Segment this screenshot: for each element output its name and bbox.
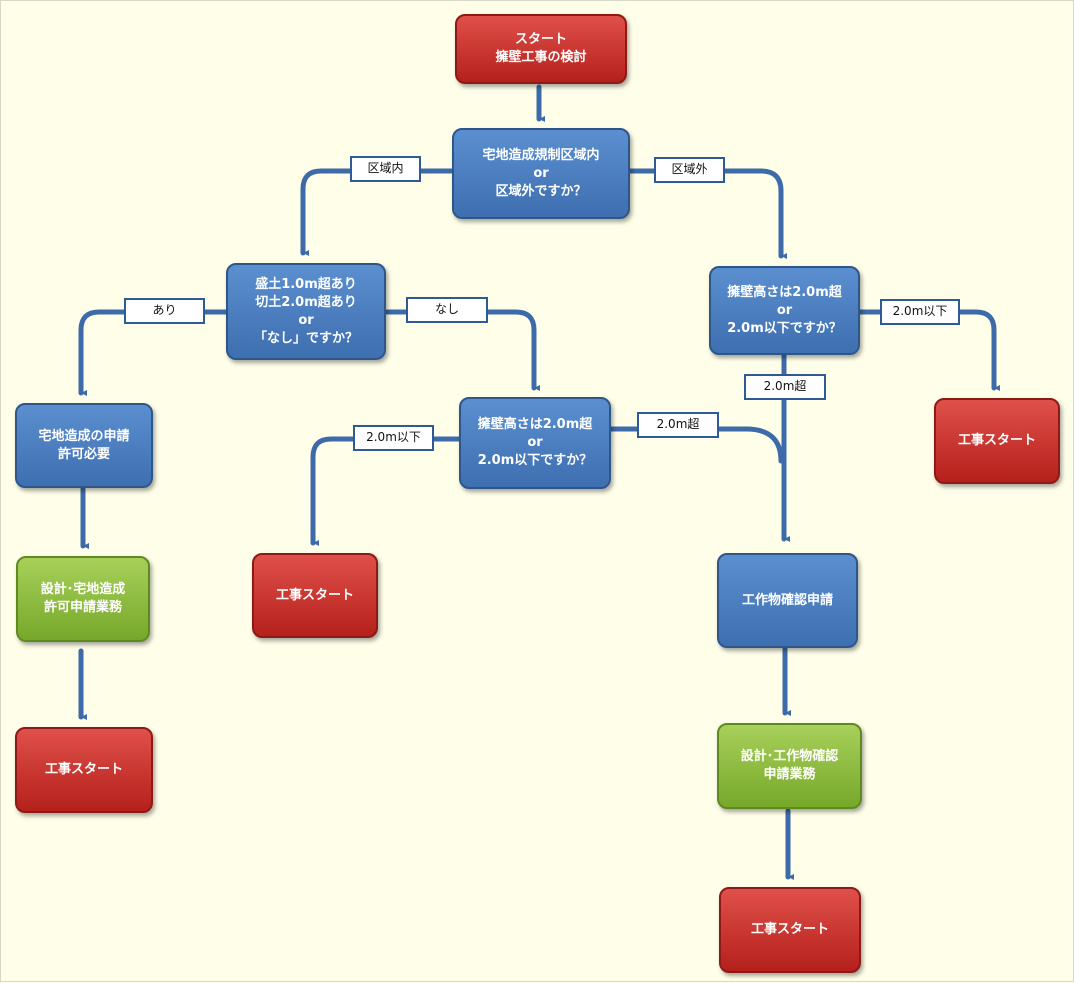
label-over-2m-inside: 2.0m超 <box>637 412 719 438</box>
height-outside-line-3: 2.0m以下ですか？ <box>727 320 842 336</box>
start-work-right-node: 工事スタート <box>934 398 1060 484</box>
start-work-left-node: 工事スタート <box>15 727 153 813</box>
building-confirmation-label: 工作物確認申請 <box>741 592 833 608</box>
fill-question-node: 盛土1.0m超あり 切土2.0m超あり or 「なし」ですか？ <box>226 263 386 360</box>
label-no: なし <box>406 297 488 323</box>
permit-required-line-2: 許可必要 <box>57 446 110 462</box>
height-outside-line-2: or <box>776 302 793 318</box>
edge-height-outside-to-start <box>857 309 994 388</box>
height-question-outside-node: 擁壁高さは2.0m超 or 2.0m以下ですか？ <box>709 266 860 355</box>
building-confirmation-node: 工作物確認申請 <box>717 553 858 648</box>
edge-area-to-fill <box>300 168 454 253</box>
start-work-mid-node: 工事スタート <box>252 553 378 638</box>
permit-required-line-1: 宅地造成の申請 <box>38 428 130 444</box>
design-confirmation-line-1: 設計･工作物確認 <box>740 749 839 764</box>
design-confirmation-node: 設計･工作物確認 申請業務 <box>717 723 862 809</box>
design-permit-line-2: 許可申請業務 <box>43 600 122 615</box>
label-yes: あり <box>124 298 205 324</box>
start-node: スタート 擁壁工事の検討 <box>455 14 627 84</box>
label-outside-area: 区域外 <box>654 157 725 183</box>
edge-fill-to-permit <box>78 309 229 393</box>
fill-question-line-3: or <box>298 312 314 328</box>
edge-area-to-height-outside <box>626 168 781 256</box>
label-under-2m-outside: 2.0m以下 <box>880 299 960 325</box>
design-confirmation-line-2: 申請業務 <box>763 767 816 782</box>
height-inside-line-2: or <box>527 435 543 450</box>
label-under-2m-inside: 2.0m以下 <box>353 425 434 451</box>
edge-height-inside-to-confirmation <box>608 426 784 464</box>
start-work-mid-label: 工事スタート <box>275 587 354 603</box>
start-line-2: 擁壁工事の検討 <box>495 50 587 65</box>
permit-required-node: 宅地造成の申請 許可必要 <box>15 403 153 488</box>
edge-fill-to-height-inside <box>384 309 534 388</box>
start-work-bottom-label: 工事スタート <box>750 922 829 937</box>
height-outside-line-1: 擁壁高さは2.0m超 <box>727 284 842 300</box>
fill-question-line-1: 盛土1.0m超あり <box>255 276 357 292</box>
area-question-line-2: or <box>533 165 549 181</box>
label-inside-area: 区域内 <box>350 156 421 182</box>
edge-height-inside-to-start <box>310 436 462 543</box>
start-work-right-label: 工事スタート <box>957 433 1036 448</box>
area-question-line-3: 区域外ですか？ <box>495 183 587 199</box>
area-question-line-1: 宅地造成規制区域内 <box>482 147 600 163</box>
design-permit-line-1: 設計･宅地造成 <box>40 582 126 597</box>
height-inside-line-3: 2.0m以下ですか？ <box>477 453 593 468</box>
fill-question-line-2: 切土2.0m超あり <box>255 294 357 310</box>
label-over-2m-outside: 2.0m超 <box>744 374 826 400</box>
height-inside-line-1: 擁壁高さは2.0m超 <box>477 417 593 432</box>
start-work-bottom-node: 工事スタート <box>719 887 861 973</box>
start-line-1: スタート <box>514 32 567 47</box>
height-question-inside-node: 擁壁高さは2.0m超 or 2.0m以下ですか？ <box>459 397 611 489</box>
area-question-node: 宅地造成規制区域内 or 区域外ですか？ <box>452 128 630 219</box>
design-permit-node: 設計･宅地造成 許可申請業務 <box>16 556 150 642</box>
fill-question-line-4: 「なし」ですか？ <box>253 330 358 346</box>
start-work-left-label: 工事スタート <box>44 762 123 777</box>
